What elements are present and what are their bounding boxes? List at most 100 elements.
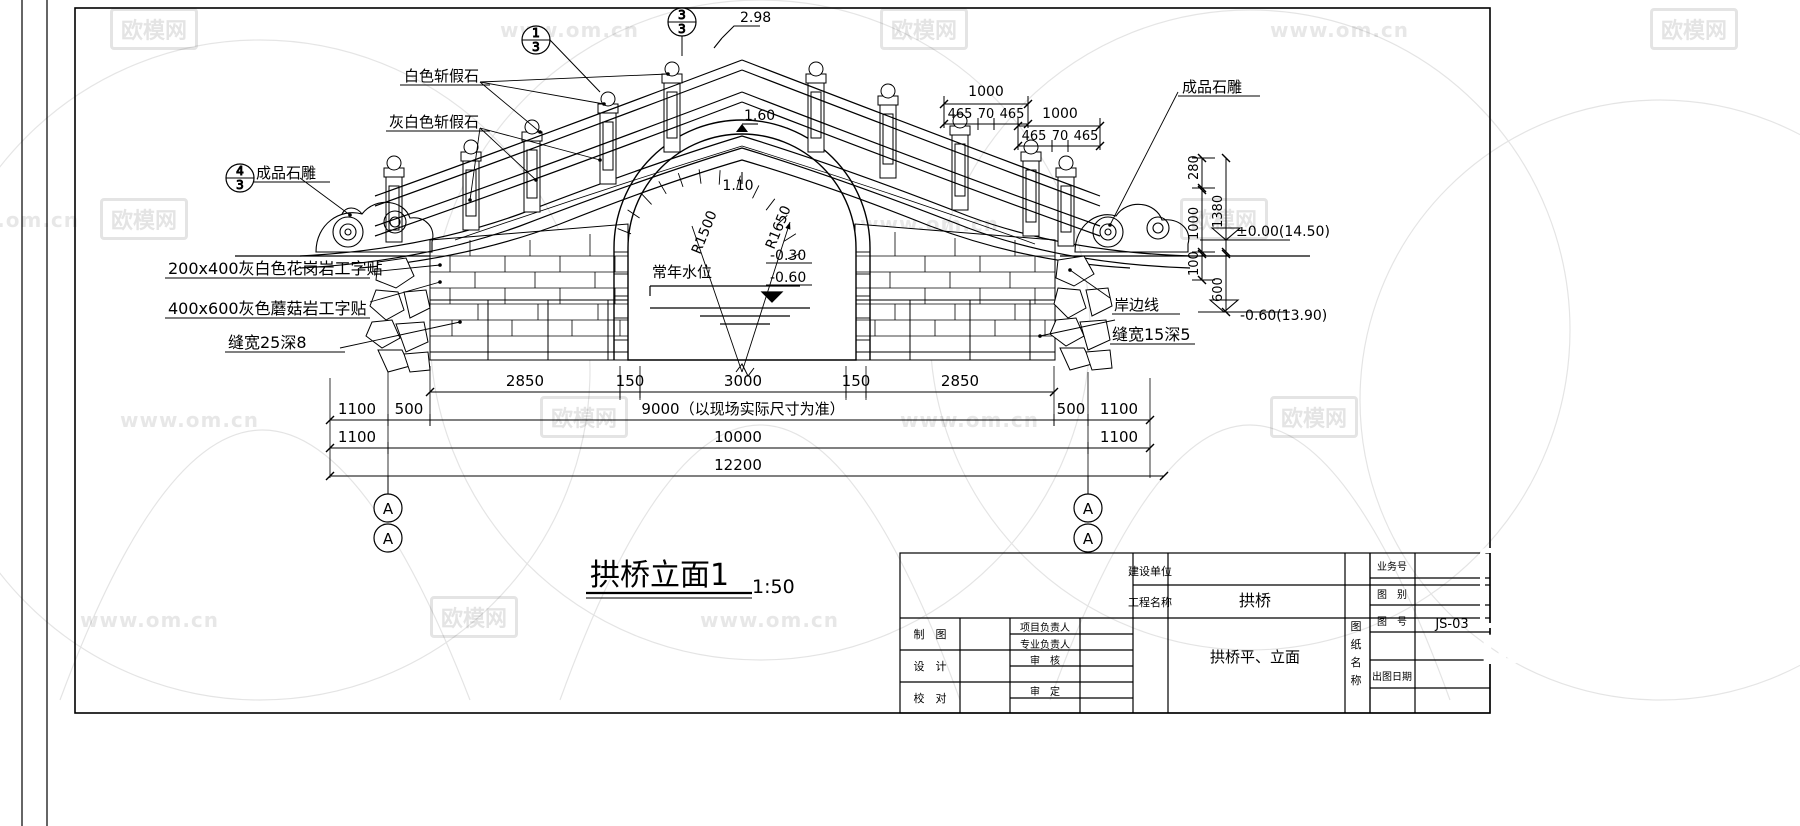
tb-right-label-0: 业务号 bbox=[1377, 560, 1407, 573]
railing-part-b-2: 70 bbox=[1052, 129, 1069, 144]
arch-opening bbox=[613, 119, 871, 361]
drawing-scale: 1:50 bbox=[752, 576, 795, 598]
svg-text:1: 1 bbox=[532, 26, 540, 40]
svg-text:纸: 纸 bbox=[1351, 638, 1362, 651]
overlay-logo: 欧模网 bbox=[1480, 548, 1790, 628]
title-block: 建设单位 工程名称 拱桥 图 纸 名 称 拱桥平、立面 制 图 设 计 校 对 … bbox=[899, 552, 1491, 714]
label-joint-width-right: 缝宽15深5 bbox=[1112, 325, 1191, 344]
railing-part-a-2: 70 bbox=[978, 107, 995, 122]
dim-row1-2: 150 bbox=[616, 372, 645, 390]
tb-mid-label-2: 审 核 bbox=[1030, 654, 1060, 667]
tb-left-label-1: 设 计 bbox=[914, 660, 947, 673]
vdim-100: 100 bbox=[1187, 251, 1202, 276]
stone-carving-left bbox=[315, 201, 434, 253]
svg-text:3: 3 bbox=[678, 8, 686, 22]
sheet-border bbox=[21, 0, 1491, 826]
grid-a-left-1: A bbox=[383, 500, 394, 518]
dim-row1-5: 2850 bbox=[941, 372, 979, 390]
elev-deck: 1.60 bbox=[744, 108, 775, 124]
dim-row2-2: 500 bbox=[395, 400, 424, 418]
dim-row3-3: 1100 bbox=[1100, 428, 1138, 446]
svg-text:3: 3 bbox=[236, 178, 244, 192]
tb-sheet-name-value: 拱桥平、立面 bbox=[1210, 648, 1300, 666]
vdim-1000: 1000 bbox=[1187, 207, 1202, 240]
tb-right-value-2: JS-03 bbox=[1434, 617, 1468, 632]
railing-span-b: 1000 bbox=[1042, 106, 1078, 122]
dim-row2-4: 500 bbox=[1057, 400, 1086, 418]
tb-row-label-1: 工程名称 bbox=[1128, 595, 1172, 609]
label-finished-stone-carving-left: 成品石雕 bbox=[256, 164, 316, 182]
elev-datum: ±0.00(14.50) bbox=[1236, 224, 1330, 240]
label-water-level: 常年水位 bbox=[652, 263, 712, 281]
grid-a-right-1: A bbox=[1083, 500, 1094, 518]
railing-part-a-3: 465 bbox=[1000, 107, 1025, 122]
tb-mid-label-0: 项目负责人 bbox=[1020, 621, 1070, 634]
label-mushroom-stone-tile: 400x600灰色蘑菇岩工字贴 bbox=[168, 299, 367, 318]
label-bank-line: 岸边线 bbox=[1114, 296, 1159, 314]
svg-text:称: 称 bbox=[1351, 673, 1362, 687]
vdim-1380: 1380 bbox=[1211, 195, 1226, 228]
vdim-600: 600 bbox=[1211, 277, 1226, 302]
label-gray-white-chiseled-stone: 灰白色斩假石 bbox=[389, 113, 479, 131]
dim-row2-3: 9000（以现场实际尺寸为准） bbox=[641, 400, 844, 418]
vdim-280: 280 bbox=[1187, 155, 1202, 180]
tb-mid-label-3: 审 定 bbox=[1030, 685, 1060, 698]
tb-right-label-1: 图 别 bbox=[1377, 589, 1407, 601]
tb-right-label-2: 图 号 bbox=[1377, 616, 1407, 628]
bridge-abutment-left bbox=[429, 223, 629, 361]
dim-row4-1: 12200 bbox=[714, 456, 762, 474]
dimension-chains: 2850 150 3000 150 2850 1100 500 9000（以现场… bbox=[325, 363, 1169, 490]
vertical-dims: 280 1000 1380 100 600 bbox=[1187, 153, 1231, 317]
tb-sheet-name-label-1: 图 bbox=[1351, 620, 1362, 633]
label-finished-stone-carving-right: 成品石雕 bbox=[1182, 78, 1242, 96]
detail-bubble-3-3: 3 3 bbox=[667, 7, 697, 56]
overlay-brand-id: 欧模网 ID:2222660 bbox=[1480, 548, 1790, 678]
svg-text:4: 4 bbox=[236, 164, 244, 178]
railing-right bbox=[741, 59, 1101, 247]
elev-top-peak: 2.98 bbox=[740, 10, 771, 26]
label-white-chiseled-stone: 白色斩假石 bbox=[404, 67, 479, 85]
grid-a-left-2: A bbox=[383, 530, 394, 548]
tb-mid-label-1: 专业负责人 bbox=[1020, 638, 1070, 651]
tb-row-label-0: 建设单位 bbox=[1128, 564, 1172, 578]
leader-lines bbox=[299, 72, 1179, 349]
elev-bottom: -0.60(13.90) bbox=[1240, 308, 1327, 324]
dim-row1-3: 3000 bbox=[724, 372, 762, 390]
dim-row3-2: 10000 bbox=[714, 428, 762, 446]
bridge-abutment-right bbox=[854, 223, 1056, 361]
dim-row1-1: 2850 bbox=[506, 372, 544, 390]
railing-span-a: 1000 bbox=[968, 84, 1004, 100]
railing-part-a-1: 465 bbox=[948, 107, 973, 122]
label-joint-width-left: 缝宽25深8 bbox=[228, 333, 307, 352]
label-granite-tile: 200x400灰白色花岗岩工字贴 bbox=[168, 259, 383, 278]
dim-row1-4: 150 bbox=[842, 372, 871, 390]
stone-carving-right bbox=[1074, 203, 1190, 253]
drawing-title: 拱桥立面1 bbox=[590, 558, 729, 593]
svg-text:3: 3 bbox=[532, 40, 540, 54]
tb-row-value-1: 拱桥 bbox=[1239, 591, 1271, 610]
rubble-stone-right bbox=[1049, 255, 1113, 371]
label-underlines bbox=[165, 84, 1260, 353]
grid-a-right-2: A bbox=[1083, 530, 1094, 548]
detail-bubble-4-3: 4 3 bbox=[225, 163, 255, 193]
railing-part-b-1: 465 bbox=[1022, 129, 1047, 144]
overlay-id-text: ID:2222660 bbox=[1480, 628, 1739, 674]
elev-arch-crown: 1.10 bbox=[722, 178, 753, 194]
grid-marks: A A A A bbox=[373, 476, 1103, 553]
drawing-title-group: 拱桥立面1 1:50 bbox=[586, 558, 795, 599]
dim-row3-1: 1100 bbox=[338, 428, 376, 446]
dim-row2-1: 1100 bbox=[338, 400, 376, 418]
railing-dims: 1000 465 70 465 1000 465 70 465 bbox=[939, 84, 1105, 152]
tb-left-label-2: 校 对 bbox=[914, 691, 947, 705]
detail-bubble-1-3: 1 3 bbox=[521, 25, 601, 93]
dim-row2-5: 1100 bbox=[1100, 400, 1138, 418]
svg-text:3: 3 bbox=[678, 22, 686, 36]
tb-right-label-3: 出图日期 bbox=[1372, 670, 1412, 683]
tb-left-label-0: 制 图 bbox=[914, 628, 947, 641]
svg-text:名: 名 bbox=[1351, 655, 1362, 669]
elev-water-high: -0.30 bbox=[770, 248, 806, 264]
railing-part-b-3: 465 bbox=[1074, 129, 1099, 144]
rubble-stone-left bbox=[365, 257, 431, 373]
